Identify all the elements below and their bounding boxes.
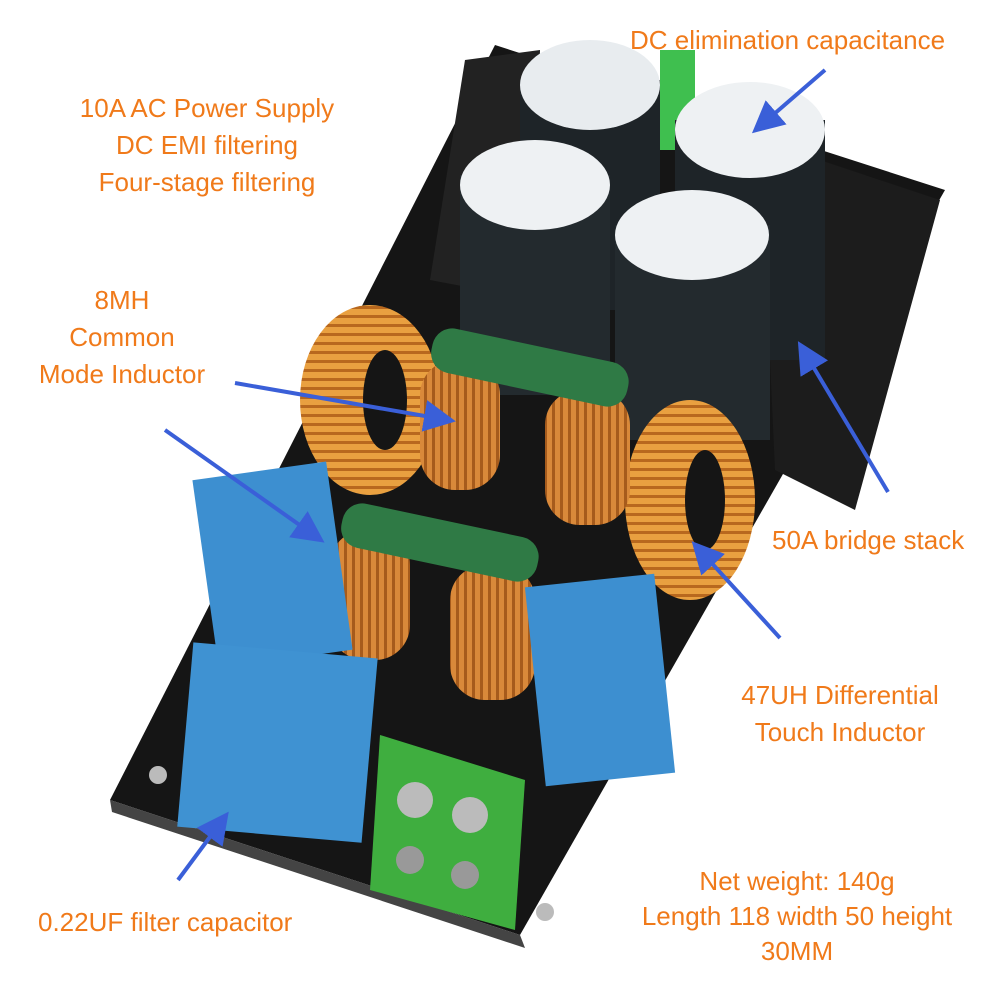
differential-line: 47UH Differential bbox=[741, 680, 939, 710]
x2-capacitor bbox=[192, 461, 353, 669]
supply-line: 10A AC Power Supply bbox=[79, 93, 335, 123]
common-mode-line: 8MH bbox=[94, 285, 150, 315]
label-supply: 10A AC Power Supply DC EMI filtering Fou… bbox=[80, 90, 334, 201]
spec-line: Length 118 width 50 height bbox=[641, 901, 953, 931]
arrow-bridge bbox=[797, 341, 890, 494]
label-specs: Net weight: 140g Length 118 width 50 hei… bbox=[642, 864, 952, 969]
label-bridge: 50A bridge stack bbox=[772, 525, 965, 555]
common-mode-inductor bbox=[420, 328, 630, 525]
screw-terminal bbox=[370, 735, 525, 930]
label-filter-cap: 0.22UF filter capacitor bbox=[38, 907, 293, 937]
supply-line: Four-stage filtering bbox=[98, 167, 316, 197]
arrow-dc-capacitance bbox=[751, 68, 827, 134]
differential-line: Touch Inductor bbox=[754, 717, 926, 747]
arrow-differential bbox=[691, 541, 782, 640]
x2-capacitor bbox=[524, 573, 676, 787]
arrow-common-mode-lower bbox=[163, 428, 325, 543]
spec-line: 30MM bbox=[760, 936, 834, 966]
label-common-mode: 8MH Common Mode Inductor bbox=[39, 282, 205, 393]
arrow-common-mode bbox=[234, 381, 456, 432]
supply-line: DC EMI filtering bbox=[115, 130, 299, 160]
common-mode-inductor bbox=[330, 503, 539, 700]
common-mode-line: Common bbox=[69, 322, 175, 352]
arrow-filter-cap bbox=[176, 811, 229, 882]
x2-capacitor bbox=[177, 642, 378, 843]
common-mode-line: Mode Inductor bbox=[38, 359, 206, 389]
spec-line: Net weight: 140g bbox=[699, 866, 895, 896]
label-differential: 47UH Differential Touch Inductor bbox=[741, 677, 939, 751]
label-dc-capacitance: DC elimination capacitance bbox=[630, 25, 946, 55]
